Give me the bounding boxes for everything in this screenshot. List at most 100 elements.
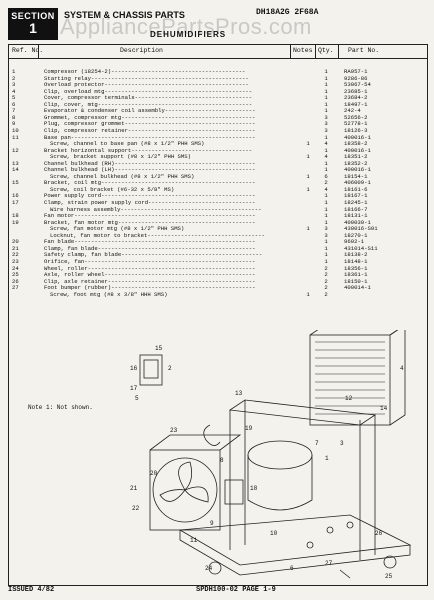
row-ref: 12 — [12, 146, 19, 154]
diagram-callout: 12 — [345, 395, 353, 402]
row-part-number: 18138-2 — [344, 251, 368, 259]
section-number: 1 — [29, 20, 37, 36]
row-qty: 2 — [324, 271, 328, 279]
diagram-callout: 24 — [205, 565, 213, 572]
row-qty: 4 — [324, 185, 328, 193]
row-part-number: 18351-2 — [344, 153, 368, 161]
row-qty: 1 — [324, 205, 328, 213]
row-ref: 8 — [12, 113, 16, 121]
page-number: SPDH100-02 PAGE 1-9 — [196, 586, 276, 594]
row-part-number: 18356-1 — [344, 264, 368, 272]
row-part-number: 18270-1 — [344, 231, 368, 239]
row-qty: 1 — [324, 74, 328, 82]
row-ref: 4 — [12, 87, 16, 95]
row-description: Fan motor-------------------------------… — [44, 212, 256, 220]
row-notes: 1 — [306, 153, 310, 161]
row-part-number: RA957-1 — [344, 68, 368, 75]
row-part-number: 18150-1 — [344, 277, 368, 285]
row-ref: 24 — [12, 264, 19, 272]
row-description: Screw, fan motor mtg (#8 x 1/2" PHH SMS) — [50, 225, 185, 233]
page-title: SYSTEM & CHASSIS PARTS — [64, 10, 185, 20]
diagram-callout: 20 — [150, 470, 158, 477]
compressor-top — [247, 440, 313, 470]
row-ref: 23 — [12, 257, 19, 265]
row-ref: 11 — [12, 133, 19, 141]
row-part-number: 18497-1 — [344, 100, 368, 108]
row-ref: 15 — [12, 179, 19, 187]
row-description: Screw, bracket support (#8 x 1/2" PHH SM… — [50, 153, 191, 161]
row-ref: 6 — [12, 100, 16, 108]
row-qty: 1 — [324, 218, 328, 226]
row-part-number — [344, 291, 424, 298]
row-ref — [12, 291, 36, 298]
row-part-number: 400016-1 — [344, 166, 371, 174]
row-qty: 1 — [324, 100, 328, 108]
row-part-number: 23685-1 — [344, 87, 368, 95]
col-header-qty: Qty. — [318, 47, 334, 54]
row-part-number: 18126-3 — [344, 126, 368, 134]
row-ref: 18 — [12, 212, 19, 220]
row-part-number: 18166-7 — [344, 205, 368, 213]
row-part-number: 9286-86 — [344, 74, 368, 82]
diagram-callout: 4 — [400, 365, 404, 372]
row-description: Screw, channel bulkhead (#8 x 1/2" PHH S… — [50, 172, 195, 180]
row-qty: 1 — [324, 244, 328, 252]
row-description: Bracket, fan motor mtg------------------… — [44, 218, 256, 226]
row-qty: 1 — [324, 257, 328, 265]
row-part-number: 18352-2 — [344, 159, 368, 167]
row-description: Wire harness assembly-------------------… — [50, 205, 262, 213]
header-divider — [8, 58, 427, 59]
diagram-callout: 23 — [170, 427, 178, 434]
row-qty: 1 — [324, 192, 328, 200]
row-ref: 14 — [12, 166, 19, 174]
row-description: Bracket horizontal support--------------… — [44, 146, 253, 154]
row-description: Channel bulkhead (LH)-------------------… — [44, 166, 256, 174]
row-ref: 9 — [12, 120, 16, 128]
row-ref: 13 — [12, 159, 19, 167]
row-notes: 1 — [306, 185, 310, 193]
row-description: Clamp, fan blade------------------------… — [44, 244, 256, 252]
row-qty: 4 — [324, 140, 328, 148]
row-part-number: 53067-54 — [344, 81, 371, 89]
exploded-parts-diagram: 7151617254318109121314111819202122232425… — [130, 330, 412, 580]
issued-date: ISSUED 4/82 — [8, 586, 55, 594]
diagram-callout: 14 — [380, 405, 388, 412]
row-description: Locknut, fan motor to bracket-----------… — [50, 231, 265, 239]
col-header-notes: Notes — [293, 47, 313, 54]
row-qty: 3 — [324, 113, 328, 121]
row-description: Plug, compressor grommet----------------… — [44, 120, 256, 128]
col-header-description: Description — [120, 47, 163, 54]
row-part-number: 52778-1 — [344, 120, 368, 128]
page-subtitle: DEHUMIDIFIERS — [150, 30, 227, 39]
fan-motor — [224, 479, 244, 505]
footnote: Note 1: Not shown. — [28, 404, 93, 411]
row-notes: 1 — [306, 225, 310, 233]
diagram-callout: 1 — [325, 455, 329, 462]
diagram-callout: 5 — [135, 395, 139, 402]
row-description: Safety clamp, fan blade-----------------… — [44, 251, 263, 259]
row-description: Clip, overload mtg----------------------… — [44, 87, 253, 95]
diagram-callout: 18 — [250, 485, 258, 492]
row-qty: 4 — [324, 153, 328, 161]
col-divider — [38, 44, 39, 58]
row-ref: 7 — [12, 107, 16, 115]
row-ref: 17 — [12, 199, 19, 206]
row-ref: 10 — [12, 126, 19, 134]
row-qty: 3 — [324, 225, 328, 233]
row-qty: 3 — [324, 126, 328, 134]
diagram-callout: 21 — [130, 485, 138, 492]
row-ref: 16 — [12, 192, 19, 200]
row-qty: 2 — [324, 264, 328, 272]
row-qty: 1 — [324, 212, 328, 220]
row-qty: 1 — [324, 146, 328, 154]
row-qty: 2 — [324, 179, 328, 187]
diagram-callout: 10 — [270, 530, 278, 537]
row-qty: 6 — [324, 172, 328, 180]
row-part-number: 18131-1 — [344, 212, 368, 220]
row-description: Evaporator & condenser coil assembly----… — [44, 107, 256, 115]
row-qty: 1 — [324, 87, 328, 95]
row-qty: 1 — [324, 107, 328, 115]
row-notes: 1 — [306, 290, 310, 298]
row-description: Starting relay--------------------------… — [44, 74, 249, 82]
col-header-part: Part No. — [348, 47, 380, 54]
